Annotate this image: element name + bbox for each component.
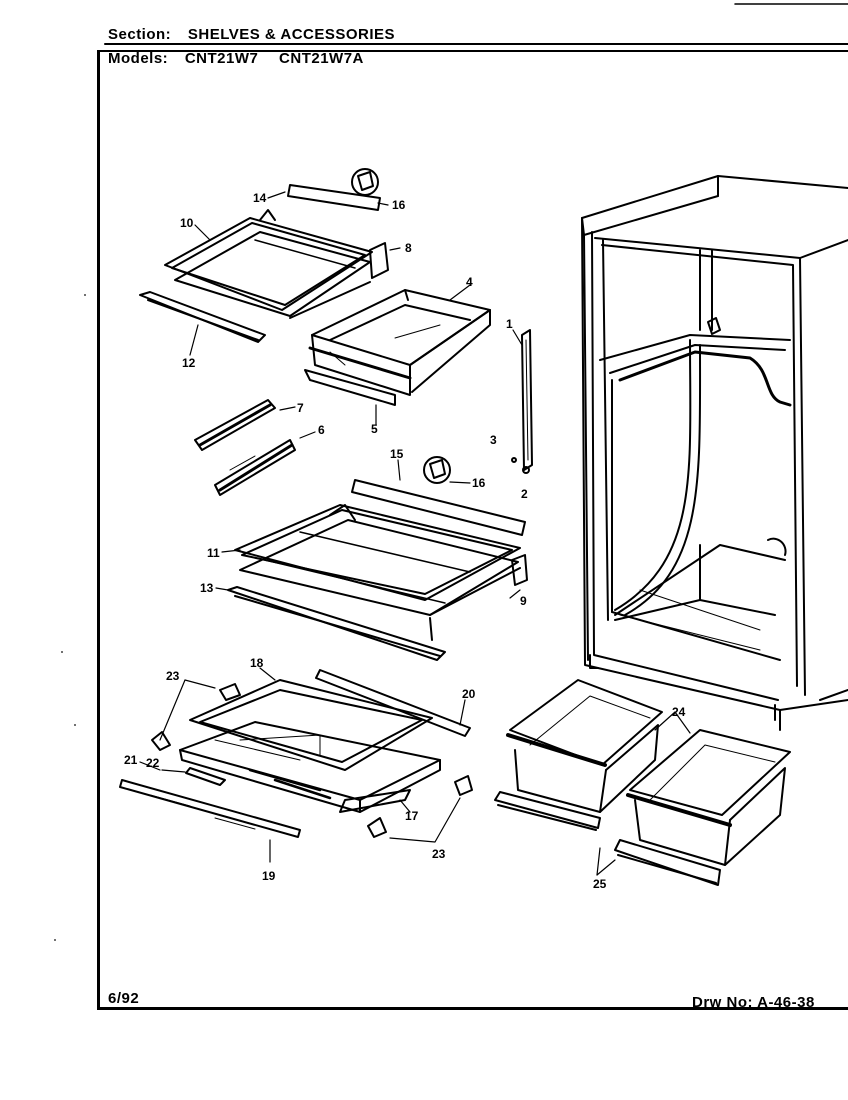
callout-6: 6 — [318, 423, 325, 437]
callout-18: 18 — [250, 656, 264, 670]
callout-16: 16 — [472, 476, 486, 490]
upper-shelf — [139, 184, 389, 343]
callout-20: 20 — [462, 687, 476, 701]
section-label: Section: — [108, 26, 172, 43]
drawing-frame — [97, 50, 848, 1010]
crisper-cover — [119, 669, 473, 838]
callout-17: 17 — [405, 809, 419, 823]
leader-lines — [139, 191, 691, 876]
callout-8: 8 — [405, 241, 412, 255]
callout-16: 16 — [392, 198, 406, 212]
middle-shelf — [227, 479, 528, 661]
callout-3: 3 — [490, 433, 497, 447]
callout-14: 14 — [253, 191, 267, 205]
callout-9: 9 — [520, 594, 527, 608]
callout-15: 15 — [390, 447, 404, 461]
callout-1: 1 — [506, 317, 513, 331]
shelf-rails — [194, 399, 296, 496]
drawing-number: Drw No: A-46-38 — [692, 994, 815, 1011]
clip-icons — [351, 168, 451, 484]
callout-22: 22 — [146, 756, 160, 770]
callout-23: 23 — [166, 669, 180, 683]
callout-13: 13 — [200, 581, 214, 595]
callout-11: 11 — [207, 546, 220, 560]
refrigerator-cabinet — [581, 175, 848, 731]
section-header: Section: SHELVES & ACCESSORIES — [108, 26, 411, 43]
callout-7: 7 — [297, 401, 304, 415]
meat-drawer — [304, 289, 491, 406]
models-label: Models: — [108, 50, 169, 67]
models-header: Models: CNT21W7 CNT21W7A — [108, 50, 380, 67]
callout-2: 2 — [521, 487, 528, 501]
callout-4: 4 — [466, 275, 473, 289]
model-number: CNT21W7A — [279, 50, 364, 67]
callout-12: 12 — [182, 356, 196, 370]
crisper-drawers — [494, 679, 791, 886]
model-number: CNT21W7 — [184, 50, 259, 67]
callout-21: 21 — [124, 753, 138, 767]
callout-19: 19 — [262, 869, 276, 883]
drawing-date: 6/92 — [108, 990, 140, 1007]
callout-10: 10 — [180, 216, 194, 230]
callout-24: 24 — [672, 705, 686, 719]
section-value: SHELVES & ACCESSORIES — [187, 26, 396, 43]
callout-5: 5 — [371, 422, 378, 436]
callout-23: 23 — [432, 847, 446, 861]
shelf-bracket — [511, 329, 533, 474]
callout-25: 25 — [593, 877, 607, 891]
